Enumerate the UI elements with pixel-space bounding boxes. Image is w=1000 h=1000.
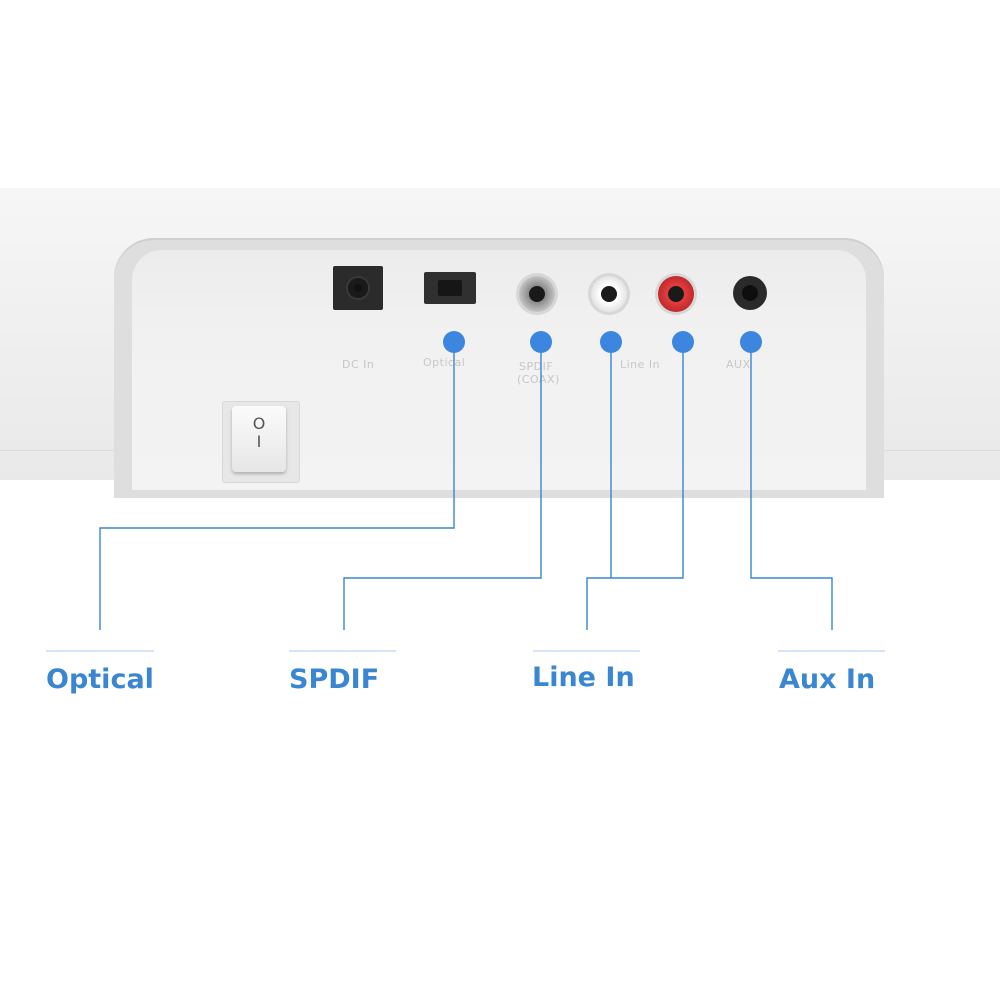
switch-off-symbol: I [256,432,262,451]
print-line-in: Line In [620,358,661,371]
aux-in-leader [750,342,833,630]
switch-on-symbol: O [252,414,266,433]
print-spdif: SPDIF [519,360,554,373]
spdif-coax-jack [516,273,558,315]
line-in-left-jack [588,273,630,315]
line-in-right-dot [672,331,694,353]
line-in-right-leader [586,342,684,630]
callout-optical: Optical [46,664,154,695]
callout-spdif: SPDIF [289,664,380,695]
print-aux: AUX [726,358,751,371]
callout-aux-in: Aux In [779,664,876,695]
spdif-dot [530,331,552,353]
aux-in-port [733,276,767,310]
callout-line-in: Line In [532,662,635,693]
line-in-right-jack [655,273,697,315]
aux-in-dot [740,331,762,353]
power-switch[interactable]: O I [232,406,286,472]
optical-leader [99,342,455,630]
dc-in-port [333,266,383,310]
line-in-left-dot [600,331,622,353]
print-dc-in: DC In [342,358,375,371]
print-spdif-coax: (COAX) [517,373,560,386]
spdif-leader [343,342,542,630]
optical-dot [443,331,465,353]
optical-port [424,272,476,304]
